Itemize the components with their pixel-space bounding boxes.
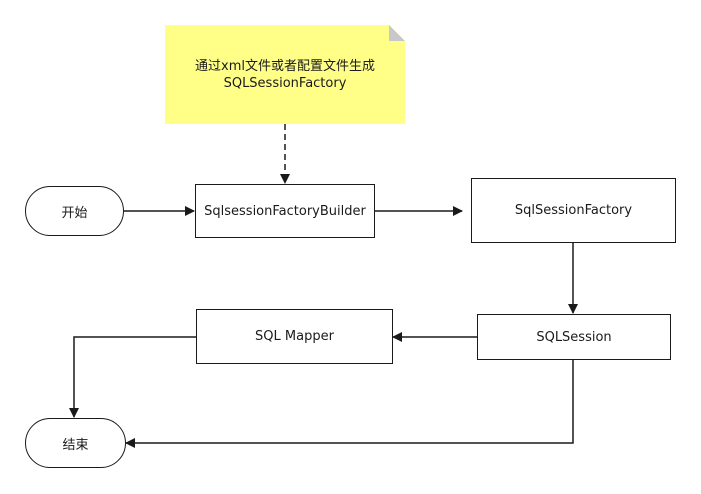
node-builder-label: SqlsessionFactoryBuilder (204, 203, 366, 219)
node-start: 开始 (25, 186, 124, 236)
node-start-label: 开始 (61, 205, 88, 221)
node-sqlsessionfactorybuilder: SqlsessionFactoryBuilder (195, 184, 375, 238)
node-factory-label: SqlSessionFactory (514, 203, 633, 218)
note-line-2: SQLSessionFactory (223, 75, 347, 91)
node-end: 结束 (25, 418, 126, 468)
edge-session-to-end (125, 360, 574, 448)
node-sql-mapper: SQL Mapper (196, 309, 393, 364)
node-mapper-label: SQL Mapper (255, 329, 334, 344)
note-line-1: 通过xml文件或者配置文件生成 (195, 58, 375, 74)
node-sqlsession: SQLSession (477, 314, 671, 360)
node-session-label: SQLSession (536, 329, 612, 345)
node-sqlsessionfactory: SqlSessionFactory (471, 178, 676, 243)
note-sqlsessionfactory-generation: 通过xml文件或者配置文件生成 SQLSessionFactory (165, 25, 405, 124)
edge-mapper-to-end (69, 336, 196, 418)
node-end-label: 结束 (62, 437, 89, 453)
